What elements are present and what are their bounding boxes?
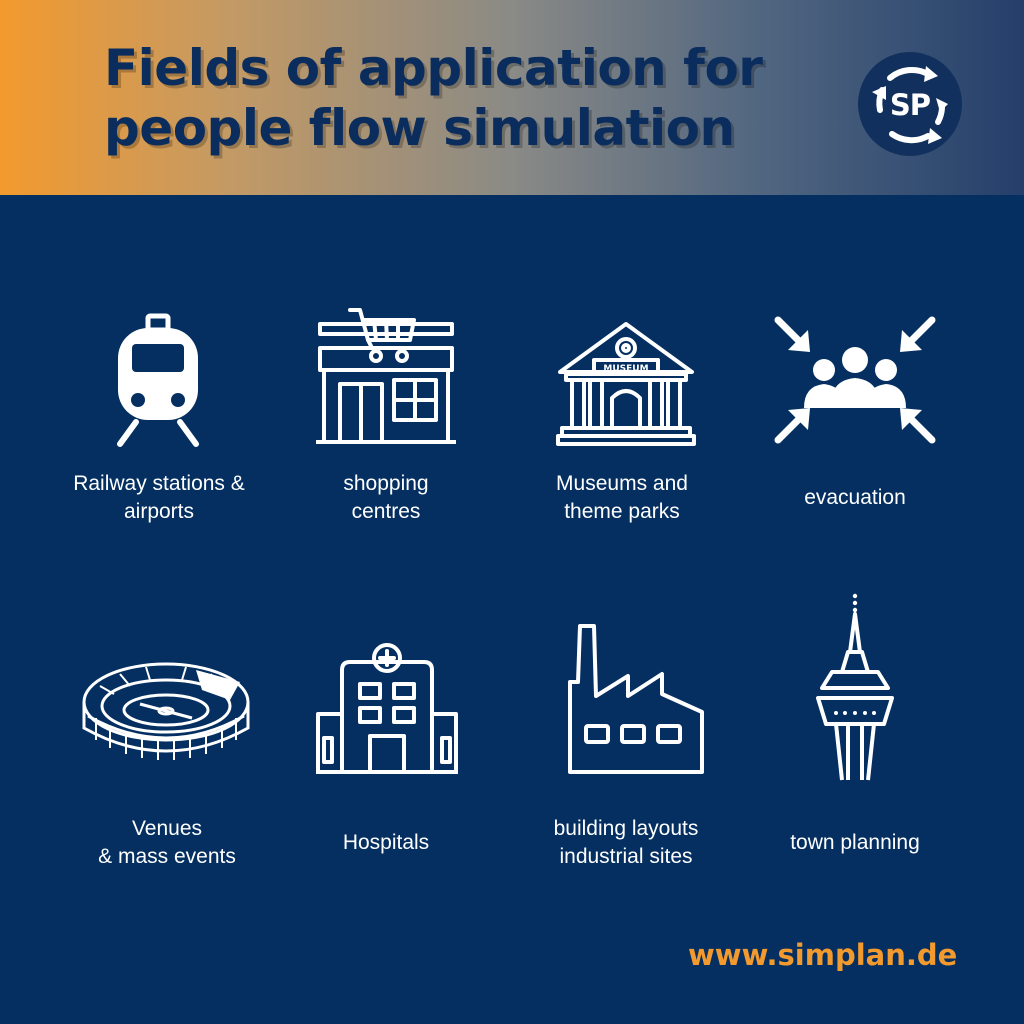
museum-sign: MUSEUM [603, 364, 648, 374]
logo-arrows-icon [872, 66, 948, 144]
label-museums: Museums and theme parks [507, 470, 737, 526]
website-link[interactable]: www.simplan.de [688, 938, 958, 972]
label-hospitals: Hospitals [271, 829, 501, 857]
museum-icon: MUSEUM [556, 322, 696, 446]
label-line: centres [351, 500, 421, 523]
evacuation-group-icon [774, 316, 936, 444]
label-line: town planning [790, 831, 920, 854]
page-title: Fields of application for people flow si… [104, 38, 763, 158]
label-line: building layouts [553, 817, 699, 840]
title-line-1: Fields of application for [104, 39, 763, 97]
label-line: Venues [131, 817, 203, 840]
hospital-icon [316, 643, 458, 774]
shopping-cart-store-icon [316, 308, 456, 444]
label-line: industrial sites [559, 845, 693, 868]
label-venues: Venues & mass events [52, 815, 282, 871]
label-shopping-centres: shopping centres [271, 470, 501, 526]
header-banner: Fields of application for people flow si… [0, 0, 1024, 195]
label-line: Hospitals [342, 831, 430, 854]
label-line: evacuation [804, 486, 906, 509]
factory-icon [568, 624, 704, 774]
label-town-planning: town planning [740, 829, 970, 857]
stadium-icon [82, 662, 250, 760]
label-line: Museums and [556, 472, 688, 495]
label-line: airports [123, 500, 195, 523]
label-line: Railway stations & [73, 472, 245, 495]
logo-text: SP [889, 88, 931, 122]
train-icon [117, 313, 199, 447]
simplan-logo: SP [858, 52, 962, 156]
tv-tower-icon [816, 593, 894, 781]
label-building-layouts: building layouts industrial sites [511, 815, 741, 871]
title-line-2: people flow simulation [104, 99, 735, 157]
label-line: theme parks [564, 500, 680, 523]
label-railway-stations: Railway stations & airports [44, 470, 274, 526]
label-line: & mass events [98, 845, 236, 868]
label-evacuation: evacuation [740, 484, 970, 512]
label-line: shopping [343, 472, 429, 495]
